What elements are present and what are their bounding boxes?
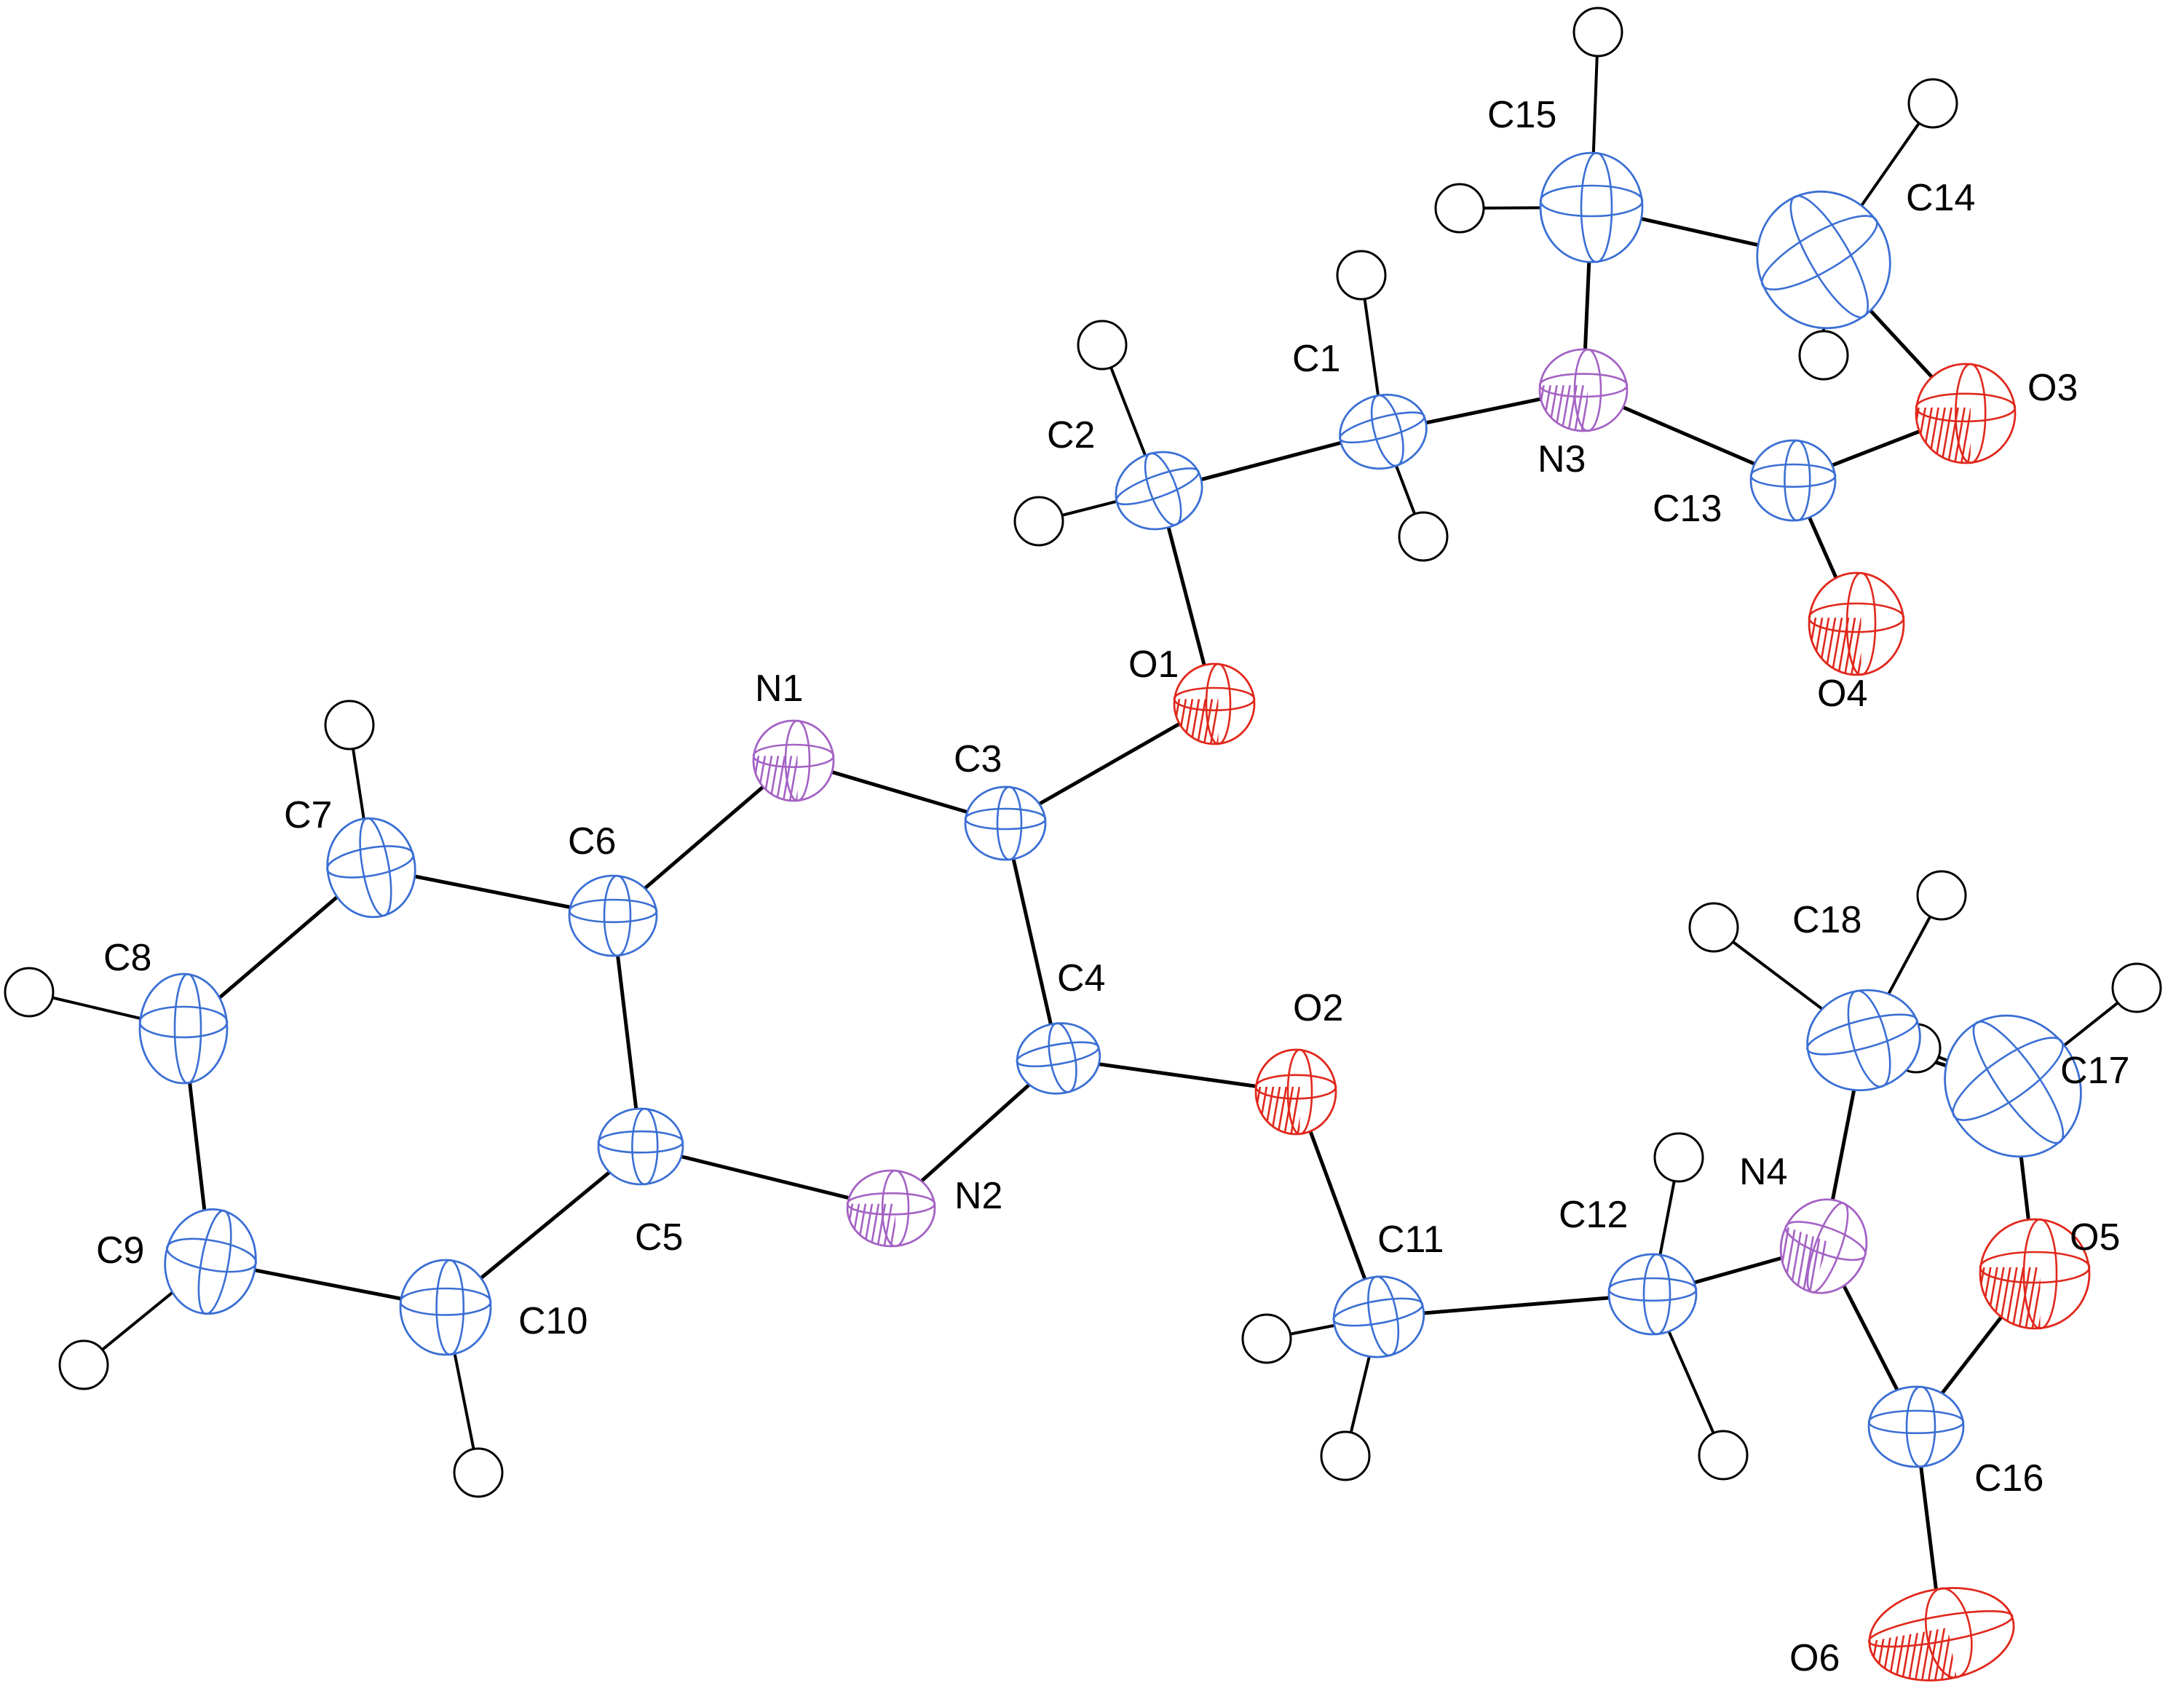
- h-atom: [1241, 1313, 1292, 1364]
- atom-n4: [1767, 1198, 1868, 1294]
- h-atom: [1916, 870, 1967, 921]
- atom-c4: [1016, 1022, 1101, 1095]
- atom-o3: [1915, 363, 2017, 464]
- label-o1: O1: [1128, 643, 1179, 686]
- h-atom: [1013, 496, 1064, 547]
- label-c6: C6: [568, 820, 616, 863]
- bond-c3-c4: [1003, 821, 1061, 1061]
- label-o5: O5: [2070, 1216, 2120, 1259]
- label-c5: C5: [635, 1216, 683, 1259]
- label-c2: C2: [1047, 414, 1095, 456]
- hydrogen-atoms: [4, 7, 2162, 1498]
- label-c10: C10: [518, 1300, 587, 1342]
- label-c18: C18: [1792, 899, 1861, 941]
- label-c8: C8: [103, 937, 151, 979]
- atom-n3: [1538, 348, 1629, 432]
- label-c3: C3: [954, 738, 1002, 780]
- label-n1: N1: [755, 668, 803, 710]
- atom-c8: [138, 973, 229, 1085]
- atom-c1: [1339, 393, 1428, 470]
- atom-n2: [846, 1169, 936, 1248]
- atom-c10: [399, 1259, 492, 1356]
- h-atom: [1572, 7, 1623, 58]
- atom-c18: [1806, 989, 1921, 1092]
- atom-o1: [1173, 662, 1256, 745]
- label-n3: N3: [1538, 438, 1586, 480]
- atom-c14: [1756, 190, 1891, 330]
- label-c15: C15: [1487, 94, 1556, 136]
- label-c12: C12: [1559, 1194, 1628, 1236]
- atom-c5: [597, 1107, 684, 1186]
- h-atom: [1698, 1430, 1749, 1481]
- atom-c17: [1944, 1014, 2082, 1158]
- h-atom: [1688, 902, 1739, 953]
- label-c4: C4: [1057, 957, 1105, 999]
- atom-o6: [1867, 1587, 2015, 1692]
- atom-o5: [1979, 1218, 2091, 1330]
- atom-c11: [1332, 1275, 1425, 1358]
- label-o6: O6: [1789, 1637, 1840, 1679]
- h-atom: [1320, 1430, 1371, 1481]
- h-atom: [1398, 511, 1449, 562]
- label-c7: C7: [284, 794, 332, 836]
- label-n4: N4: [1739, 1151, 1787, 1193]
- label-o3: O3: [2027, 367, 2078, 409]
- atom-c7: [326, 817, 416, 919]
- heavy-atoms: [138, 151, 2091, 1692]
- label-o2: O2: [1293, 987, 1343, 1029]
- label-c13: C13: [1653, 488, 1722, 530]
- h-atom: [4, 967, 55, 1018]
- atom-c12: [1607, 1253, 1698, 1336]
- h-atom: [324, 700, 375, 751]
- atom-o2: [1254, 1048, 1337, 1136]
- atom-c2: [1115, 451, 1203, 531]
- h-atom: [1434, 183, 1485, 234]
- atom-n1: [752, 719, 835, 802]
- h-atom: [58, 1339, 109, 1390]
- atom-c16: [1867, 1385, 1965, 1468]
- h-atom: [1907, 78, 1958, 129]
- label-c17: C17: [2060, 1050, 2129, 1092]
- atom-c6: [568, 874, 658, 957]
- label-c11: C11: [1377, 1219, 1444, 1261]
- atom-o4: [1808, 571, 1905, 676]
- h-atom: [1653, 1132, 1704, 1183]
- h-atom: [1798, 330, 1849, 381]
- label-c14: C14: [1906, 177, 1975, 219]
- atom-c13: [1749, 439, 1837, 522]
- label-c1: C1: [1292, 338, 1340, 380]
- atom-c3: [964, 785, 1047, 861]
- atom-c9: [164, 1208, 257, 1315]
- bonds: [181, 205, 2037, 1636]
- label-c9: C9: [96, 1229, 144, 1272]
- label-n2: N2: [954, 1175, 1002, 1217]
- h-atom: [453, 1447, 504, 1498]
- label-o4: O4: [1817, 673, 1867, 715]
- h-atom: [1336, 250, 1387, 301]
- atom-c15: [1539, 151, 1644, 264]
- atom-labels: C1 C2 C3 C4 C5 C6 C7 C8 C9 C10 C11 C12 C…: [96, 94, 2129, 1679]
- h-atom: [2111, 962, 2162, 1013]
- h-atom: [1077, 320, 1128, 371]
- label-c16: C16: [1974, 1457, 2043, 1500]
